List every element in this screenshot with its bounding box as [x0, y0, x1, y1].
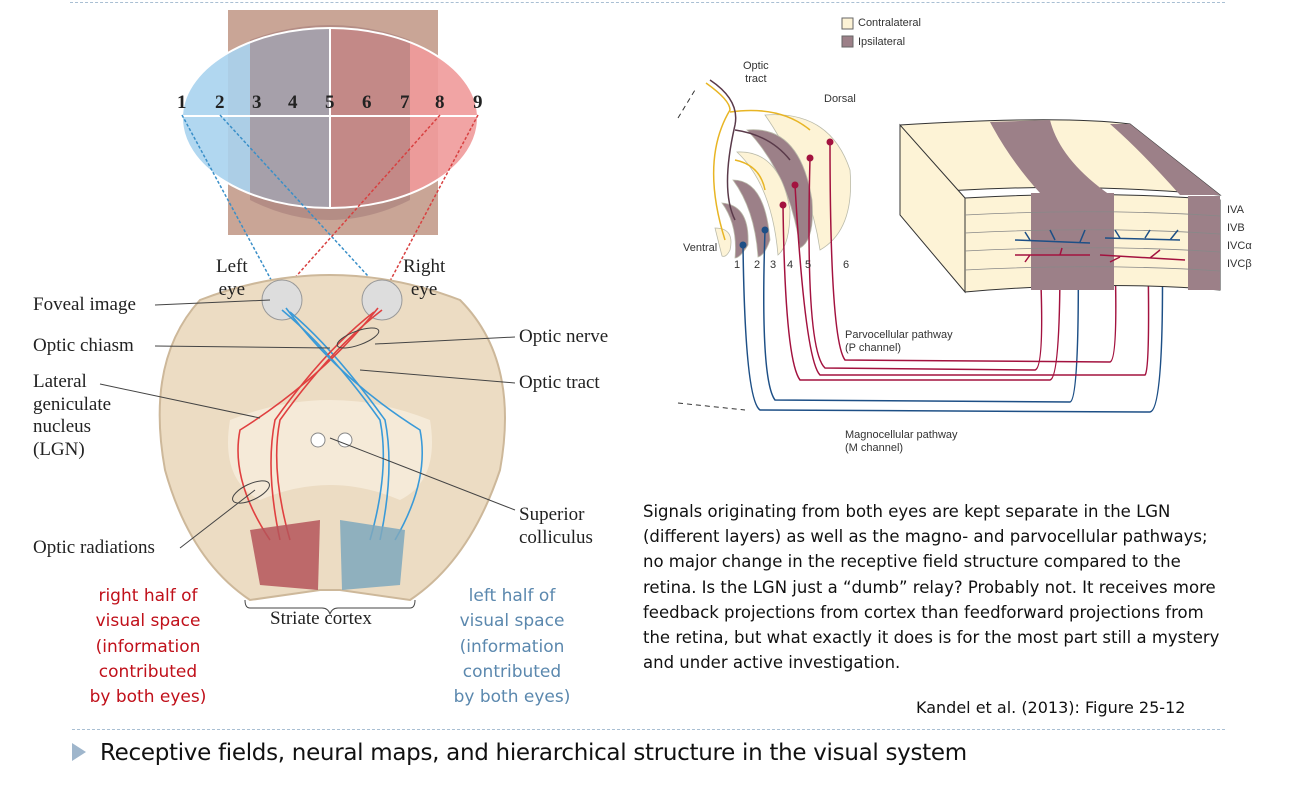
- legend-contralateral: Contralateral: [858, 17, 921, 29]
- optic-chiasm-label: Optic chiasm: [33, 335, 134, 356]
- number: 3: [252, 92, 262, 113]
- top-divider: [70, 2, 1225, 3]
- lgn-layers-illustration: [677, 17, 1222, 413]
- ipsilateral-swatch: [841, 35, 854, 48]
- parvocellular-label: Parvocellular pathway(P channel): [845, 329, 953, 354]
- optic-tract-label: Optic tract: [519, 372, 600, 393]
- number: 1: [177, 92, 187, 113]
- foveal-image-label: Foveal image: [33, 294, 136, 315]
- contralateral-swatch: [841, 17, 854, 30]
- bottom-divider: [72, 729, 1225, 730]
- slide-footer-title: Receptive fields, neural maps, and hiera…: [100, 740, 967, 766]
- citation: Kandel et al. (2013): Figure 25-12: [916, 698, 1186, 717]
- number: 7: [400, 92, 410, 113]
- ventral-label: Ventral: [683, 242, 718, 254]
- dorsal-label: Dorsal: [824, 93, 856, 105]
- legend-ipsilateral: Ipsilateral: [858, 36, 906, 48]
- magnocellular-label: Magnocellular pathway(M channel): [845, 429, 958, 454]
- striate-cortex-label: Striate cortex: [270, 608, 372, 629]
- lgn-description: Signals originating from both eyes are k…: [643, 502, 1220, 673]
- number: 2: [215, 92, 225, 113]
- optic-nerve-label: Optic nerve: [519, 326, 609, 347]
- optic-radiations-label: Optic radiations: [33, 537, 155, 558]
- number: 6: [362, 92, 372, 113]
- number: 8: [435, 92, 445, 113]
- number: 5: [325, 92, 335, 113]
- number: 9: [473, 92, 483, 113]
- visual-pathway-illustration: [99, 10, 516, 616]
- triangle-bullet-icon: [72, 743, 86, 761]
- number: 4: [288, 92, 298, 113]
